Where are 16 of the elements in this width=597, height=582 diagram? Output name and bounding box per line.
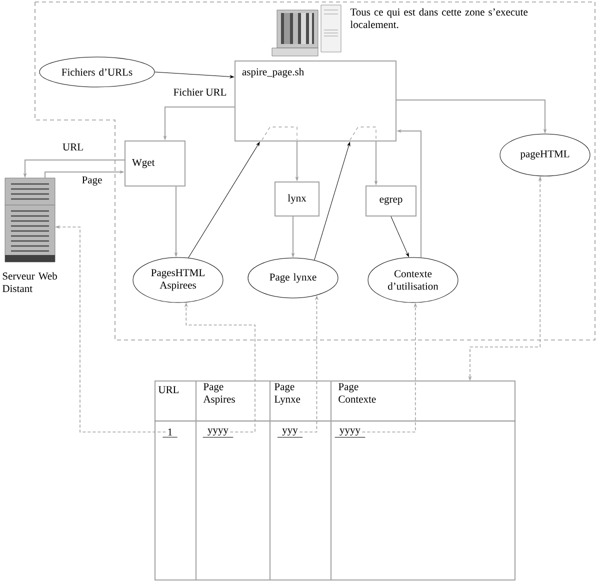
edge-label: Page	[80, 175, 104, 187]
server-caption: Serveur Web Distant	[2, 272, 57, 292]
process-box: Wget	[124, 140, 186, 186]
table-cell: yyyy	[334, 428, 366, 438]
edge-label: Fichier URL	[172, 87, 228, 97]
process-box: egrep	[366, 186, 416, 216]
arrow	[154, 72, 234, 78]
table-cell: 1	[162, 428, 178, 438]
process-box: aspire_page.sh	[234, 60, 396, 142]
table-cell: yyy	[277, 428, 303, 438]
process-box: lynx	[274, 182, 320, 216]
arrow	[390, 216, 409, 257]
edge-label: URL	[62, 142, 84, 152]
table-cell: yyyy	[202, 428, 234, 438]
arrow	[188, 142, 260, 258]
arrow	[314, 142, 350, 260]
